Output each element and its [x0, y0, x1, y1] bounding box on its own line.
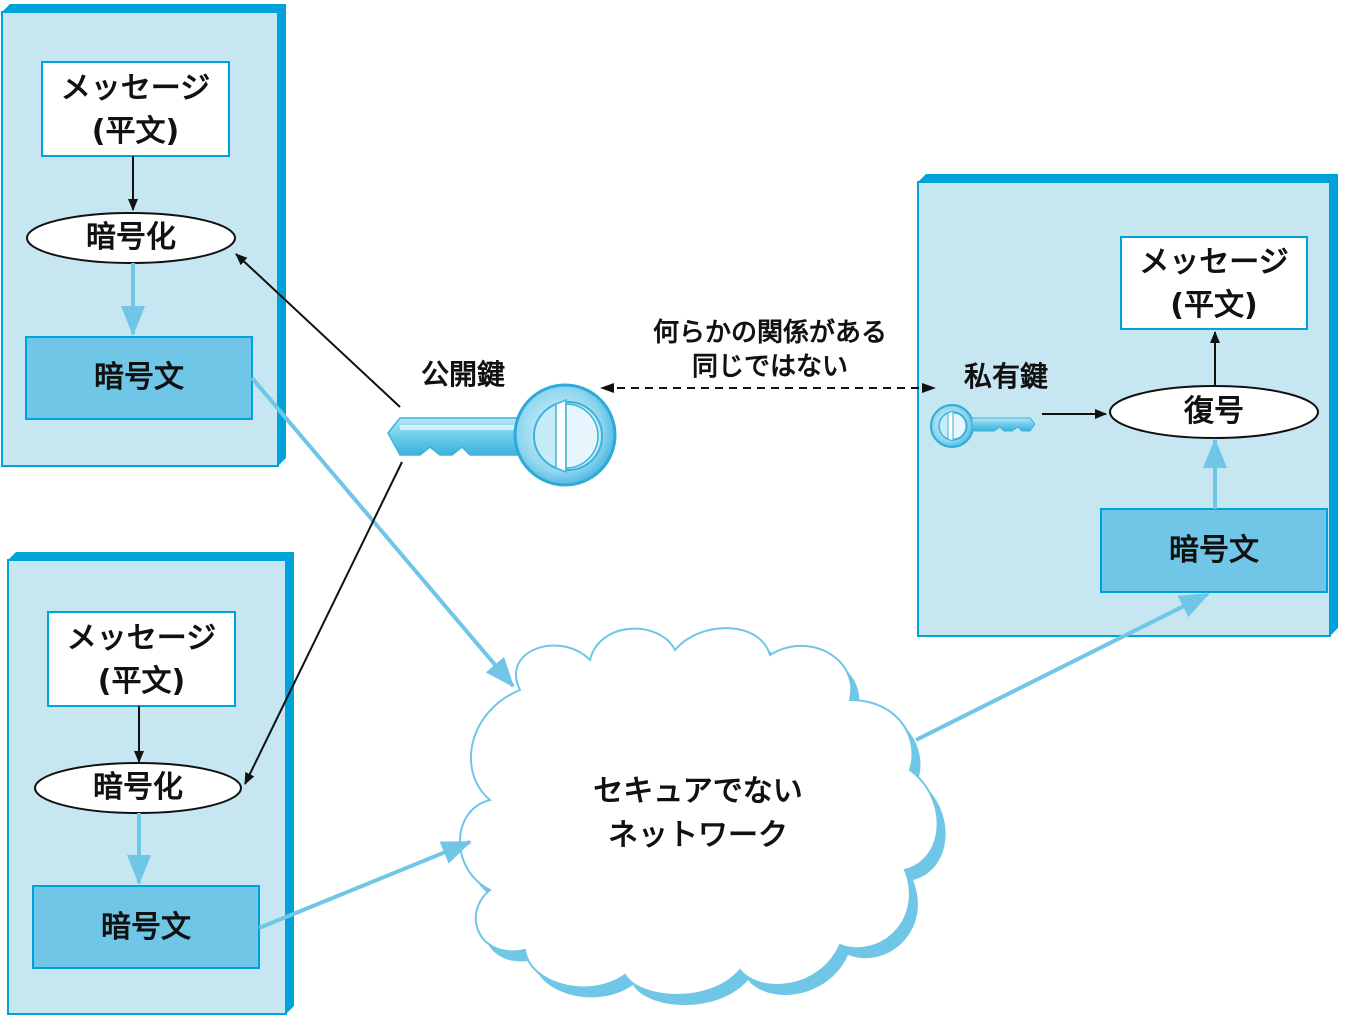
public-key-arrow [235, 253, 401, 408]
ciphertext-box [1100, 508, 1328, 593]
sender-panel-top [1, 4, 286, 467]
network-cloud [459, 627, 946, 1005]
public-key-icon [387, 383, 617, 487]
network-line2: ネットワーク [608, 818, 788, 853]
ciphertext-box [25, 336, 253, 420]
ciphertext-label: 暗号文 [101, 910, 191, 945]
plaintext-label: メッセージ (平文) [1121, 241, 1307, 327]
ciphertext-label: 暗号文 [1169, 533, 1259, 568]
relation-line1: 何らかの関係がある [652, 318, 887, 348]
plaintext-box [41, 61, 230, 157]
plaintext-label: メッセージ (平文) [42, 67, 229, 153]
message-line1: メッセージ [66, 621, 217, 656]
decrypt-label: 復号 [1184, 394, 1244, 429]
plaintext-label: メッセージ (平文) [48, 617, 235, 703]
message-line2: (平文) [91, 114, 180, 149]
arrowhead-left [600, 383, 614, 393]
private-key-label: 私有鍵 [964, 360, 1049, 393]
key-relation-note: 何らかの関係がある 同じではない [620, 316, 920, 384]
plaintext-box [1120, 236, 1308, 330]
receiver-panel [917, 174, 1338, 637]
relation-line2: 同じではない [691, 352, 848, 382]
arrowhead-right [922, 383, 936, 393]
network-line1: セキュアでない [593, 774, 803, 809]
public-key-arrow [244, 461, 403, 785]
ciphertext-label: 暗号文 [94, 360, 184, 395]
encrypt-label: 暗号化 [93, 770, 183, 805]
ciphertext-box [32, 885, 260, 969]
encrypt-label: 暗号化 [86, 220, 176, 255]
message-line1: メッセージ [60, 71, 211, 106]
sender-panel-bottom [7, 552, 294, 1015]
network-label: セキュアでない ネットワーク [548, 770, 848, 858]
network-to-receiver-arrow [915, 592, 1210, 742]
message-line2: (平文) [1170, 288, 1258, 323]
message-line2: (平文) [97, 664, 186, 699]
ciphertext-to-network-arrow [258, 840, 472, 930]
message-line1: メッセージ [1139, 245, 1289, 280]
plaintext-box [47, 611, 236, 707]
ciphertext-to-network-arrow [250, 376, 515, 688]
public-key-label: 公開鍵 [421, 358, 506, 391]
private-key-icon [930, 404, 1036, 448]
